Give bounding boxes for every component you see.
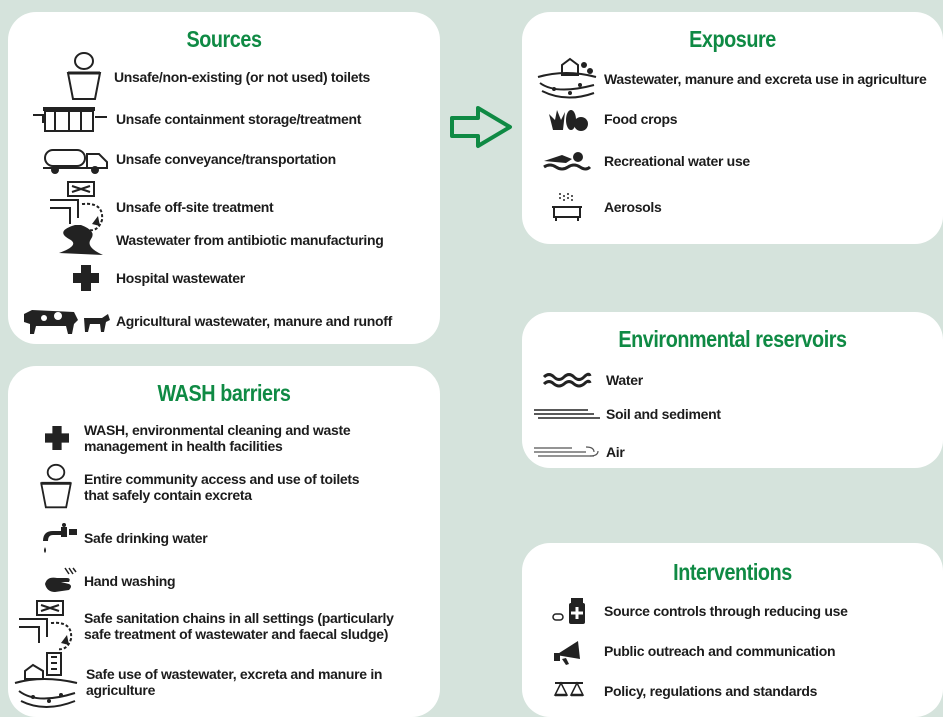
intervention-item-label: Policy, regulations and standards [604,683,818,699]
sources-item-label: Wastewater from antibiotic manufacturing [116,232,384,248]
sources-item-hospital: Hospital wastewater [58,264,245,292]
flow-arrow-icon [448,104,516,150]
sources-item-label: Hospital wastewater [116,270,245,286]
wash-item-label: Hand washing [84,573,176,589]
wash-item-sanitation-chains: Safe sanitation chains in all settings (… [14,598,414,654]
sources-panel: Sources Unsafe/non-existing (or not used… [8,12,440,344]
sources-item-label: Agricultural wastewater, manure and runo… [116,313,393,329]
interventions-title: Interventions [673,559,792,585]
tanker-truck-icon [36,142,114,176]
sources-item-label: Unsafe/non-existing (or not used) toilet… [114,69,371,85]
reservoir-item-label: Soil and sediment [606,406,721,422]
sources-title: Sources [186,26,262,52]
wash-item-label: Safe drinking water [84,530,208,546]
intervention-item-policy: Policy, regulations and standards [538,675,817,707]
containment-tank-icon [26,104,114,134]
medical-cross-icon [58,264,114,292]
swimmer-icon [534,146,600,176]
sources-item-antibiotic: Wastewater from antibiotic manufacturing [44,222,384,258]
megaphone-icon [538,635,600,667]
irrigated-field-icon [534,54,600,104]
water-waves-icon [530,368,604,392]
sources-item-agricultural: Agricultural wastewater, manure and runo… [20,306,392,336]
toilet-icon [56,50,112,104]
air-wind-icon [530,440,604,464]
aerosol-basin-icon [534,190,600,224]
wash-item-label: Safe use of wastewater, excreta and manu… [86,666,383,698]
livestock-icon [20,306,114,336]
medical-cross-icon [32,420,82,456]
wash-item-label: Entire community access and use of toile… [84,471,360,503]
reservoir-item-air: Air [530,440,625,464]
intervention-item-outreach: Public outreach and communication [538,635,836,667]
reservoir-item-soil: Soil and sediment [530,402,721,426]
river-discharge-icon [44,222,114,258]
sources-item-offsite-treatment: Unsafe off-site treatment [44,180,274,234]
exposure-item-label: Food crops [604,111,678,127]
toilet-icon [30,462,82,512]
wash-item-drinking-water: Safe drinking water [36,520,208,556]
intervention-item-label: Public outreach and communication [604,643,836,659]
wash-barriers-title: WASH barriers [157,380,291,406]
intervention-item-source-controls: Source controls through reducing use [538,595,848,627]
treatment-plant-icon [44,180,114,234]
exposure-item-recreational: Recreational water use [534,146,750,176]
interventions-panel: Interventions Source controls through re… [522,543,943,717]
exposure-title: Exposure [689,26,776,52]
wash-item-toilets: Entire community access and use of toile… [30,462,410,512]
exposure-item-food-crops: Food crops [534,104,678,134]
exposure-item-aerosols: Aerosols [534,190,662,224]
wash-item-safe-use: Safe use of wastewater, excreta and manu… [10,650,410,714]
intervention-item-label: Source controls through reducing use [604,603,848,619]
wash-barriers-panel: WASH barriers WASH, environmental cleani… [8,366,440,717]
scales-icon [538,675,600,707]
exposure-item-label: Wastewater, manure and excreta use in ag… [604,71,927,87]
wash-item-health-facilities: WASH, environmental cleaning and waste m… [32,420,412,456]
sources-item-label: Unsafe off-site treatment [116,199,274,215]
water-tap-icon [36,520,82,556]
soil-layers-icon [530,402,604,426]
sources-item-label: Unsafe conveyance/transportation [116,151,336,167]
reservoir-item-label: Air [606,444,625,460]
wash-item-hand-washing: Hand washing [38,564,176,598]
exposure-item-label: Aerosols [604,199,662,215]
medicine-bottle-icon [538,595,600,627]
hand-washing-icon [38,564,82,598]
irrigated-field-icon [10,650,82,714]
exposure-item-agriculture: Wastewater, manure and excreta use in ag… [534,54,927,104]
exposure-panel: Exposure Wastewater, manure and excreta … [522,12,943,244]
exposure-item-label: Recreational water use [604,153,750,169]
environmental-reservoirs-title: Environmental reservoirs [618,326,847,352]
reservoir-item-water: Water [530,368,643,392]
environmental-reservoirs-panel: Environmental reservoirs Water Soil and … [522,312,943,468]
vegetables-icon [534,104,600,134]
sources-item-toilets: Unsafe/non-existing (or not used) toilet… [56,50,370,104]
sources-item-label: Unsafe containment storage/treatment [116,111,362,127]
reservoir-item-label: Water [606,372,643,388]
wash-item-label: Safe sanitation chains in all settings (… [84,610,394,642]
wash-item-label: WASH, environmental cleaning and waste m… [84,422,351,454]
sources-item-containment: Unsafe containment storage/treatment [26,104,361,134]
treatment-plant-icon [14,598,82,654]
sources-item-conveyance: Unsafe conveyance/transportation [36,142,336,176]
